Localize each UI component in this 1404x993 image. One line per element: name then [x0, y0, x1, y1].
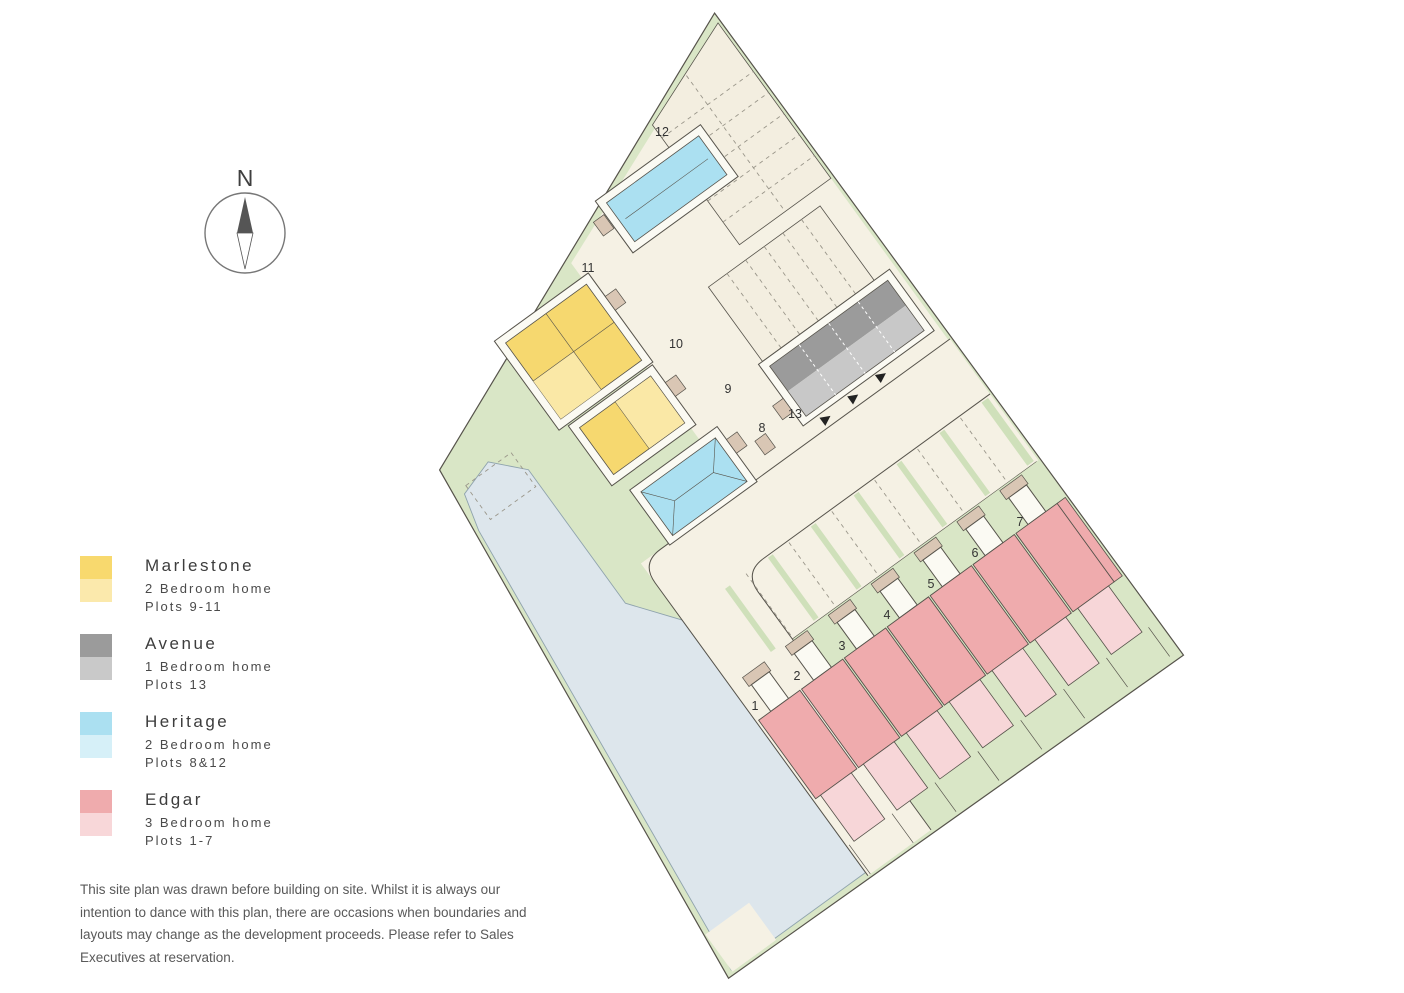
legend-plots-heritage: Plots 8&12	[145, 755, 228, 770]
compass-ring	[204, 192, 286, 274]
plot-label-2: 2	[794, 669, 801, 683]
plot-labels: 1 2 3 4 5 6 7 8 9 10 11 12 13	[582, 125, 1024, 713]
plot-label-12: 12	[655, 125, 669, 139]
water-dashed-outline	[465, 452, 537, 521]
edgar-terrace-plots-1-7	[732, 467, 1170, 875]
legend-title-heritage: Heritage	[145, 712, 230, 731]
compass-needle-north	[237, 197, 253, 233]
legend-swatch-avenue	[80, 634, 112, 680]
legend-title-edgar: Edgar	[145, 790, 203, 809]
legend-swatch-heritage	[80, 712, 112, 758]
disclaimer-text: This site plan was drawn before building…	[80, 882, 527, 965]
north-compass: N	[204, 165, 286, 274]
compass-needle-south	[236, 232, 254, 270]
plot-label-13: 13	[788, 407, 802, 421]
legend-item-marlestone: Marlestone 2 Bedroom home Plots 9-11	[80, 556, 273, 616]
legend-title-marlestone: Marlestone	[145, 556, 255, 575]
bottom-path	[705, 902, 777, 972]
building-plot-9	[567, 364, 697, 487]
legend-plots-avenue: Plots 13	[145, 677, 208, 692]
plot-label-6: 6	[972, 546, 979, 560]
building-plots-10-11	[493, 272, 654, 431]
legend-swatch-marlestone	[80, 556, 112, 602]
parking-bays-front	[725, 397, 1034, 653]
inner-kerb	[751, 393, 991, 831]
compass-north-label: N	[237, 165, 254, 191]
legend: Marlestone 2 Bedroom home Plots 9-11 Ave…	[80, 556, 273, 850]
plot-label-10: 10	[669, 337, 683, 351]
legend-desc-marlestone: 2 Bedroom home	[145, 581, 273, 596]
parking-area-north	[651, 22, 832, 246]
legend-plots-marlestone: Plots 9-11	[145, 599, 223, 614]
legend-swatch-edgar	[80, 790, 112, 836]
plot-label-4: 4	[884, 608, 891, 622]
plot-label-3: 3	[839, 639, 846, 653]
plot-label-9: 9	[725, 382, 732, 396]
bays-kerb	[792, 461, 1037, 640]
legend-plots-edgar: Plots 1-7	[145, 833, 215, 848]
building-plot-8	[629, 425, 776, 546]
legend-item-edgar: Edgar 3 Bedroom home Plots 1-7	[80, 790, 273, 850]
building-plot-13	[757, 268, 935, 427]
plot-label-5: 5	[928, 577, 935, 591]
legend-item-avenue: Avenue 1 Bedroom home Plots 13	[80, 634, 273, 694]
legend-title-avenue: Avenue	[145, 634, 218, 653]
development-site	[438, 12, 1185, 980]
legend-desc-edgar: 3 Bedroom home	[145, 815, 273, 830]
plot-label-8: 8	[759, 421, 766, 435]
legend-item-heritage: Heritage 2 Bedroom home Plots 8&12	[80, 712, 273, 772]
legend-desc-heritage: 2 Bedroom home	[145, 737, 273, 752]
plot-label-11: 11	[582, 261, 595, 275]
building-plot-12	[592, 123, 739, 254]
legend-desc-avenue: 1 Bedroom home	[145, 659, 273, 674]
drive-arrow-icons	[819, 373, 886, 426]
outer-kerb	[648, 338, 951, 877]
plot-label-7: 7	[1017, 515, 1024, 529]
plot-label-1: 1	[752, 699, 759, 713]
